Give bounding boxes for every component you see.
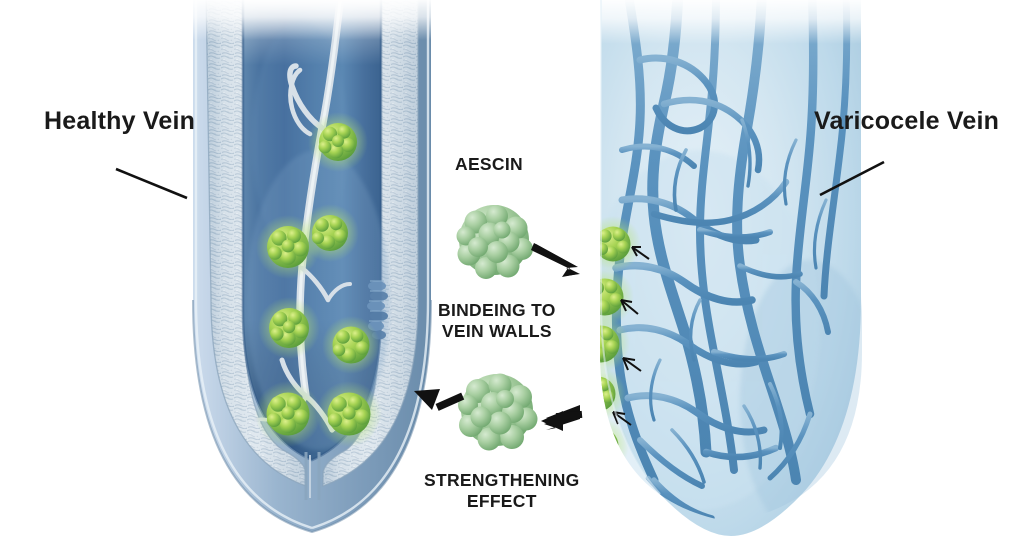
- varicocele-vein-illustration: [592, 0, 868, 536]
- molecule-cluster: [266, 392, 310, 436]
- outline-arrow: [631, 246, 650, 260]
- arrow-aescin-to-healthy: [414, 389, 465, 411]
- aescin-molecule-top: [456, 202, 533, 279]
- leader-line-healthy: [115, 167, 188, 200]
- binding-to-vein-walls-label: BINDEING TO VEIN WALLS: [438, 300, 556, 341]
- healthy-vein-bottom-seam: [304, 452, 321, 500]
- arrow-aescin-to-varicocele: [531, 243, 580, 277]
- molecule-cluster: [600, 278, 624, 316]
- outline-arrow: [620, 299, 639, 315]
- molecule-cluster: [267, 226, 309, 268]
- molecule-cluster: [269, 308, 309, 348]
- molecule-cluster: [327, 392, 371, 436]
- outline-arrow: [622, 357, 642, 372]
- leader-lines: [115, 160, 885, 200]
- aescin-label: AESCIN: [455, 154, 523, 174]
- outline-arrow: [608, 465, 628, 480]
- center-aescin-molecules: [456, 202, 538, 451]
- arrow-varicocele-to-aescin: [541, 405, 583, 431]
- healthy-vein-label: Healthy Vein: [44, 107, 196, 135]
- healthy-vein-aescin-molecules: [255, 112, 382, 447]
- flow-arrows: [414, 243, 583, 431]
- molecule-cluster: [600, 427, 619, 465]
- molecule-cluster: [318, 123, 357, 161]
- healthy-vein-valve-detail: [367, 280, 388, 340]
- aescin-molecule-bottom: [458, 371, 538, 451]
- molecule-cluster: [332, 326, 370, 364]
- healthy-vein-illustration: [185, 0, 440, 534]
- strengthening-effect-label: STRENGTHENING EFFECT: [424, 470, 580, 511]
- leader-line-varicocele: [819, 160, 885, 197]
- molecule-cluster: [312, 215, 348, 251]
- varicocele-vein-label: Varicocele Vein: [814, 107, 1000, 135]
